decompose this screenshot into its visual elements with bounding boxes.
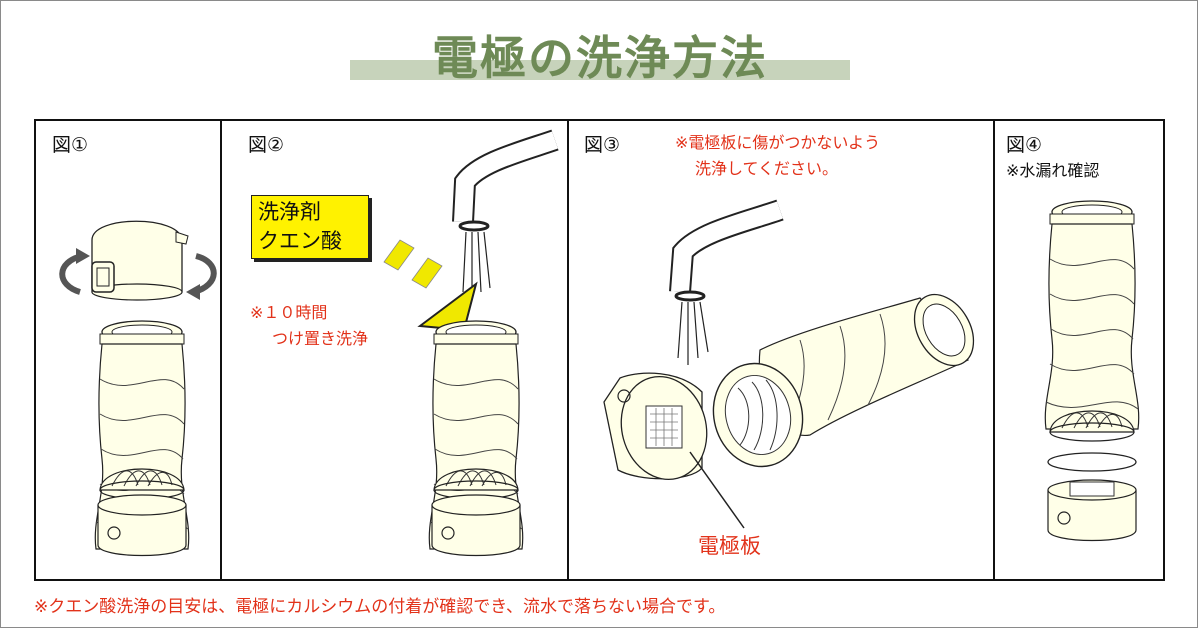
title-underline-band	[350, 60, 850, 80]
footnote: ※クエン酸洗浄の目安は、電極にカルシウムの付着が確認でき、流水で落ちない場合です…	[34, 597, 726, 617]
rotate-arrow-head-icon	[76, 248, 90, 264]
panel3-electrode-ring	[712, 362, 804, 468]
soak-note: ※１０時間 つけ置き洗浄	[250, 300, 368, 352]
leak-check-note: ※水漏れ確認	[1006, 161, 1100, 180]
panel1-cap	[91, 220, 189, 301]
panel4-label: 図④	[1006, 134, 1043, 156]
scratch-warning-note: ※電極板に傷がつかないよう 洗浄してください。	[675, 130, 880, 182]
faucet-inner	[454, 131, 558, 223]
panel3-bottle-lying	[758, 293, 975, 436]
rotate-arrow-icon	[193, 253, 217, 295]
detergent-drop	[383, 239, 415, 271]
callout-leader-line	[689, 451, 745, 529]
detergent-box: 洗浄剤 クエン酸	[251, 195, 369, 259]
soak-note-line: ※１０時間	[250, 303, 328, 322]
panel3-label: 図③	[584, 134, 621, 156]
panel-divider	[993, 121, 995, 579]
faucet-nozzle-icon	[674, 290, 706, 302]
faucet-nozzle-icon	[458, 220, 490, 232]
water-stream-icon	[462, 231, 491, 300]
rotate-arrow-icon	[59, 253, 83, 295]
electrode-plate-label: 電極板	[698, 534, 761, 558]
panel-divider	[220, 121, 222, 579]
panel4-seal-ring	[1047, 452, 1137, 472]
detergent-drop	[411, 257, 443, 289]
water-stream-icon	[677, 301, 709, 365]
soak-note-line: つけ置き洗浄	[272, 329, 369, 348]
page-title: 電極の洗浄方法	[432, 31, 768, 85]
panel-divider	[567, 121, 569, 579]
panel4-base	[1047, 479, 1137, 542]
rotate-arrow-head-icon	[186, 284, 200, 300]
panel1-label: 図①	[52, 134, 89, 156]
panel1-base	[97, 494, 187, 557]
faucet-inner	[671, 201, 783, 293]
panel4-bottle	[1044, 200, 1140, 430]
detergent-line: 洗浄剤	[258, 200, 321, 224]
scratch-warning-line: 洗浄してください。	[695, 159, 839, 178]
scratch-warning-line: ※電極板に傷がつかないよう	[675, 133, 881, 152]
panel2-base	[431, 494, 521, 557]
panel3-base-with-electrode-plate	[603, 372, 708, 481]
panel2-label: 図②	[248, 134, 285, 156]
detergent-line: クエン酸	[258, 229, 342, 253]
panel-grid	[34, 119, 1165, 581]
